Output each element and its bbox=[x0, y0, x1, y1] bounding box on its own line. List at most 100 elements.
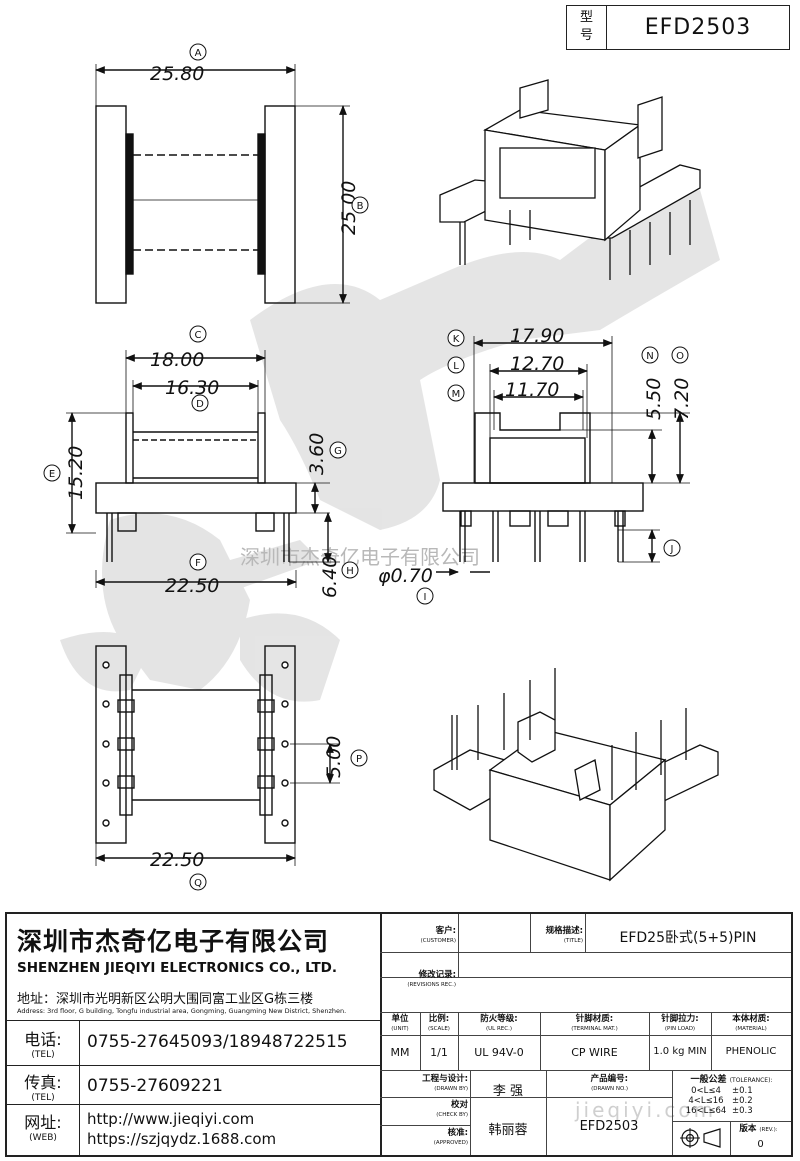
svg-text:E: E bbox=[49, 469, 55, 480]
projection-symbol-icon bbox=[680, 1128, 721, 1148]
dim-g-value: 3.60 bbox=[306, 433, 328, 475]
tolerance-row: 4<L≤16±0.2 bbox=[688, 1096, 753, 1106]
label-q: Q bbox=[189, 873, 207, 891]
ul-value: UL 94V-0 bbox=[474, 1046, 524, 1059]
svg-text:N: N bbox=[646, 351, 653, 362]
approved-value: 韩丽蓉 bbox=[488, 1123, 528, 1138]
fax-label: 传真: (TEL) bbox=[24, 1073, 62, 1103]
pinload-value: 1.0 kg MIN bbox=[653, 1046, 707, 1057]
material-value: PHENOLIC bbox=[725, 1046, 777, 1057]
drawn-label: 工程与设计:(DRAWN BY) bbox=[422, 1074, 468, 1092]
label-e: E bbox=[43, 464, 61, 482]
tel-label: 电话: (TEL) bbox=[24, 1030, 62, 1060]
label-n: N bbox=[641, 346, 659, 364]
title-label: 规格描述:(TITLE) bbox=[545, 926, 583, 944]
company-panel: 深圳市杰奇亿电子有限公司 SHENZHEN JIEQIYI ELECTRONIC… bbox=[7, 914, 382, 1155]
drawn-value: 李 强 bbox=[492, 1084, 524, 1099]
dim-q-value: 22.50 bbox=[150, 849, 204, 871]
dimension-values: 25.80 25.00 18.00 16.30 15.20 22.50 3.60… bbox=[65, 63, 693, 871]
drawing-no-value: EFD2503 bbox=[579, 1119, 639, 1134]
model-header: 型 号 EFD2503 bbox=[566, 5, 790, 50]
dim-i-value: φ0.70 bbox=[378, 565, 433, 587]
title-block: 深圳市杰奇亿电子有限公司 SHENZHEN JIEQIYI ELECTRONIC… bbox=[5, 912, 793, 1157]
label-j: J bbox=[663, 539, 681, 557]
tolerance-table: 0<L≤4±0.1 4<L≤16±0.2 16<L≤64±0.3 bbox=[680, 1086, 753, 1116]
svg-text:H: H bbox=[346, 566, 354, 577]
watermark-text: 深圳市杰奇亿电子有限公司 bbox=[240, 545, 480, 569]
title-value: EFD25卧式(5+5)PIN bbox=[619, 930, 757, 946]
tel-value: 0755-27645093/18948722515 bbox=[87, 1032, 348, 1052]
dimension-labels: A B C D E F G H I J K L M N O P Q bbox=[43, 43, 689, 891]
svg-text:G: G bbox=[334, 446, 342, 457]
company-address-en: Address: 3rd floor, G building, Tongfu i… bbox=[17, 1007, 347, 1015]
dim-f-value: 22.50 bbox=[165, 575, 219, 597]
model-number: EFD2503 bbox=[644, 15, 752, 40]
label-f: F bbox=[189, 553, 207, 571]
label-o: O bbox=[671, 346, 689, 364]
label-i: I bbox=[416, 587, 434, 605]
label-d: D bbox=[191, 394, 209, 412]
rev-label: 版本 (REV.): bbox=[739, 1124, 778, 1134]
top-view bbox=[95, 64, 350, 304]
tolerance-row: 16<L≤64±0.3 bbox=[685, 1106, 753, 1116]
dim-a-value: 25.80 bbox=[150, 63, 204, 85]
dim-o-value: 7.20 bbox=[671, 378, 693, 420]
svg-text:I: I bbox=[424, 592, 427, 603]
svg-text:D: D bbox=[196, 399, 204, 410]
web-link-1[interactable]: http://www.jieqiyi.com bbox=[87, 1110, 255, 1128]
label-h: H bbox=[341, 561, 359, 579]
svg-text:K: K bbox=[453, 334, 460, 345]
terminal-value: CP WIRE bbox=[571, 1046, 618, 1059]
brand-watermark bbox=[60, 190, 720, 702]
web-label: 网址: (WEB) bbox=[24, 1113, 62, 1143]
svg-text:J: J bbox=[670, 544, 674, 555]
customer-label: 客户:(CUSTOMER) bbox=[420, 926, 456, 944]
company-name-en: SHENZHEN JIEQIYI ELECTRONICS CO., LTD. bbox=[17, 960, 338, 976]
drawing-no-label: 产品编号:(DRAWN NO.) bbox=[590, 1074, 628, 1092]
dim-e-value: 15.20 bbox=[65, 446, 87, 500]
unit-value: MM bbox=[390, 1046, 410, 1059]
watermark-url: jieqiyi.com bbox=[574, 1098, 716, 1122]
label-c: C bbox=[189, 325, 207, 343]
svg-text:P: P bbox=[356, 754, 362, 765]
fax-value: 0755-27609221 bbox=[87, 1076, 223, 1096]
svg-text:M: M bbox=[452, 389, 461, 400]
web-link-2[interactable]: https://szjqydz.1688.com bbox=[87, 1130, 277, 1148]
dim-n-value: 5.50 bbox=[643, 378, 665, 420]
bottom-view bbox=[95, 645, 340, 866]
svg-text:L: L bbox=[453, 361, 459, 372]
approved-label: 核准:(APPROVED) bbox=[433, 1128, 468, 1146]
dim-p-value: 5.00 bbox=[323, 736, 345, 778]
dim-c-value: 18.00 bbox=[150, 349, 204, 371]
tolerance-row: 0<L≤4±0.1 bbox=[691, 1086, 753, 1096]
dim-l-value: 12.70 bbox=[510, 353, 564, 375]
spec-grid: 客户:(CUSTOMER) 规格描述:(TITLE) EFD25卧式(5+5)P… bbox=[380, 914, 791, 1155]
front-view bbox=[436, 336, 690, 576]
svg-text:A: A bbox=[195, 48, 202, 59]
isometric-view-top bbox=[439, 79, 701, 280]
label-b: B bbox=[351, 196, 369, 214]
svg-text:Q: Q bbox=[194, 878, 202, 889]
tolerance-label: 一般公差 (TOLERANCE): bbox=[690, 1075, 773, 1085]
dim-h-value: 6.40 bbox=[319, 556, 341, 598]
dim-b-value: 25.00 bbox=[338, 181, 360, 235]
svg-text:F: F bbox=[195, 558, 201, 569]
check-label: 校对(CHECK BY) bbox=[436, 1100, 468, 1118]
rev-value: 0 bbox=[757, 1139, 764, 1150]
svg-text:O: O bbox=[676, 351, 684, 362]
label-m: M bbox=[447, 384, 465, 402]
side-view bbox=[66, 350, 340, 588]
dim-m-value: 11.70 bbox=[505, 379, 559, 401]
company-name-cn: 深圳市杰奇亿电子有限公司 bbox=[17, 927, 330, 956]
company-address-cn: 地址：深圳市光明新区公明大围同富工业区G栋三楼 bbox=[17, 992, 314, 1007]
svg-text:C: C bbox=[195, 330, 202, 341]
label-k: K bbox=[447, 329, 465, 347]
model-label: 型 号 bbox=[567, 6, 607, 49]
dim-d-value: 16.30 bbox=[165, 377, 219, 399]
isometric-view-bottom bbox=[433, 668, 719, 882]
svg-text:B: B bbox=[357, 201, 364, 212]
label-l: L bbox=[447, 356, 465, 374]
label-a: A bbox=[189, 43, 207, 61]
scale-value: 1/1 bbox=[430, 1046, 448, 1059]
